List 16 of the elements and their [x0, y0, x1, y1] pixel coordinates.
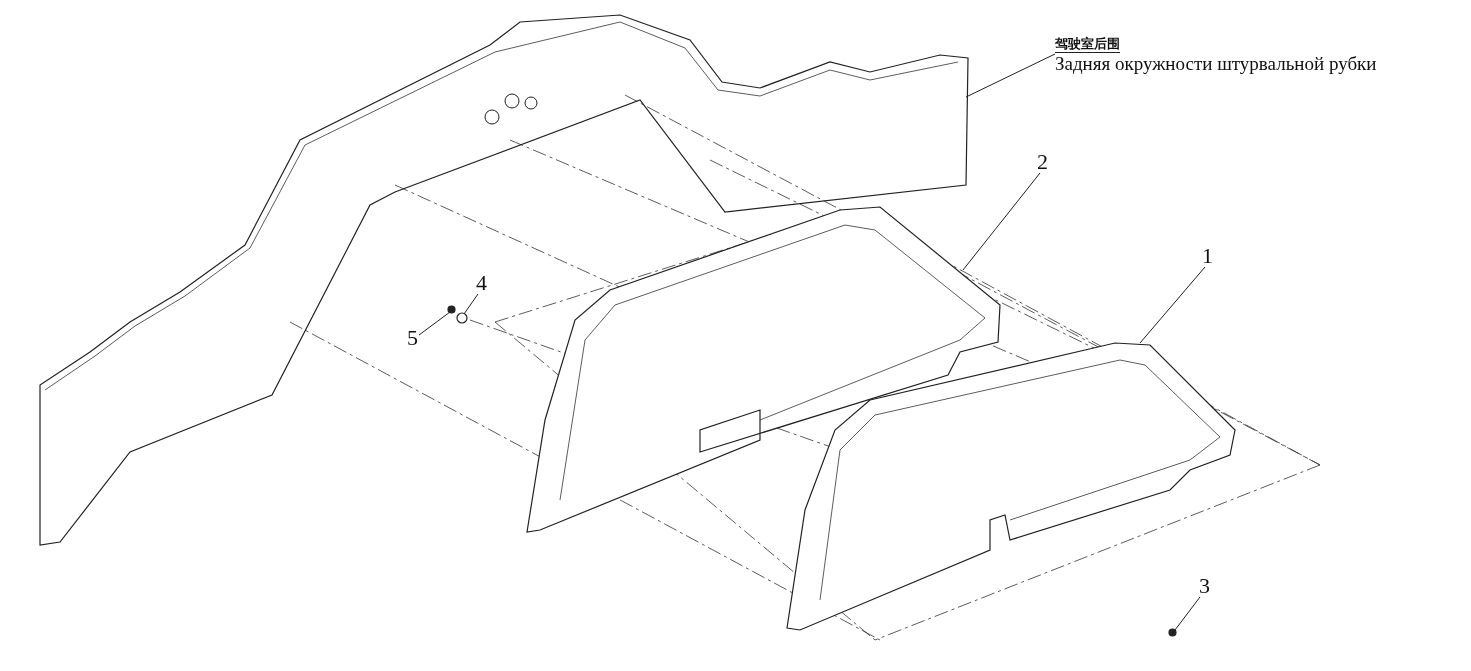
part-name-chinese: 驾驶室后围	[1055, 35, 1120, 53]
nut-drawing	[447, 305, 456, 314]
leader-line	[463, 293, 479, 315]
washer-drawing	[456, 312, 468, 324]
part-name-russian: Задняя окружности штурвальной рубки	[1055, 53, 1377, 75]
leader-line	[418, 311, 451, 336]
leader-line	[1174, 596, 1201, 631]
callout-number: 1	[1202, 245, 1213, 267]
bolt-drawing	[1168, 628, 1177, 637]
callout-number: 5	[407, 327, 418, 349]
leader-line	[962, 172, 1041, 271]
leader-line	[1139, 266, 1206, 344]
callout-number: 3	[1199, 575, 1210, 597]
callout-number: 2	[1037, 151, 1048, 173]
callout-number: 4	[476, 272, 487, 294]
leader-line	[965, 53, 1056, 98]
